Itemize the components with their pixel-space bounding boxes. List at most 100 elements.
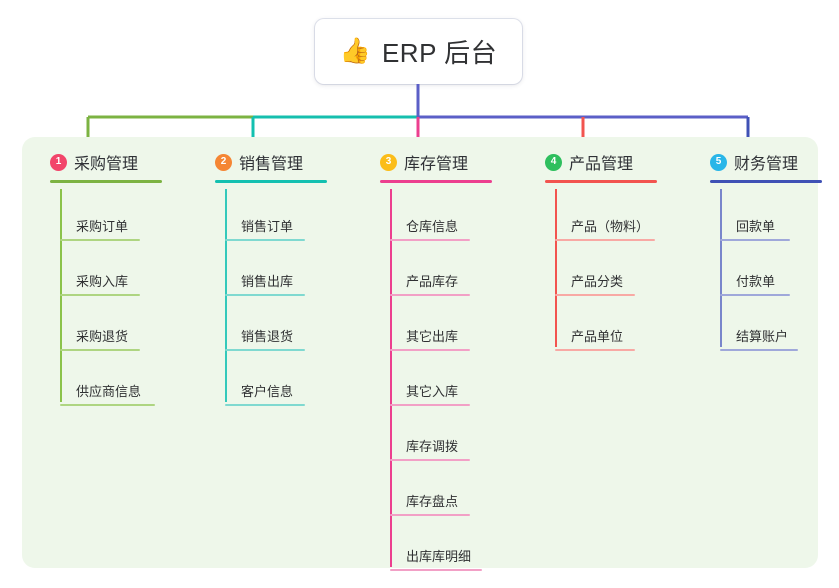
leaf-node[interactable]: 其它出库 <box>362 299 470 354</box>
branch-header-4[interactable]: 4 产品管理 <box>527 145 657 189</box>
leaf-node-label: 仓库信息 <box>406 219 459 234</box>
thumbs-up-icon: 👍 <box>339 37 371 65</box>
branch-column-1: 1 采购管理采购订单采购入库采购退货供应商信息 <box>32 145 162 409</box>
leaf-node-label: 客户信息 <box>241 384 294 399</box>
leaf-node-label: 出库库明细 <box>406 549 472 564</box>
leaf-node-underline <box>555 239 655 241</box>
leaf-node-label: 采购订单 <box>76 219 129 234</box>
branch-badge-5: 5 <box>710 153 727 171</box>
leaf-node[interactable]: 产品库存 <box>362 244 470 299</box>
branch-items-3: 仓库信息产品库存其它出库其它入库库存调拨库存盘点出库库明细 <box>362 189 482 574</box>
leaf-node-label: 销售出库 <box>241 274 294 289</box>
leaf-node-underline <box>390 569 482 571</box>
leaf-node[interactable]: 销售退货 <box>197 299 305 354</box>
leaf-node[interactable]: 采购退货 <box>32 299 140 354</box>
branch-items-5: 回款单付款单结算账户 <box>692 189 798 354</box>
leaf-node[interactable]: 供应商信息 <box>32 354 155 409</box>
branch-header-1[interactable]: 1 采购管理 <box>32 145 162 189</box>
leaf-node-label: 付款单 <box>736 274 776 289</box>
branch-underline-2 <box>215 180 327 183</box>
leaf-node[interactable]: 回款单 <box>692 189 798 244</box>
leaf-node-underline <box>555 349 635 351</box>
leaf-node-label: 产品分类 <box>571 274 624 289</box>
leaf-node[interactable]: 采购入库 <box>32 244 140 299</box>
leaf-node[interactable]: 库存盘点 <box>362 464 470 519</box>
leaf-node-underline <box>390 349 470 351</box>
leaf-node-underline <box>390 239 470 241</box>
branch-rail-4 <box>555 189 557 347</box>
branch-column-5: 5 财务管理回款单付款单结算账户 <box>692 145 822 354</box>
branch-underline-5 <box>710 180 822 183</box>
leaf-node-underline <box>390 514 470 516</box>
leaf-node[interactable]: 库存调拨 <box>362 409 470 464</box>
branch-items-2: 销售订单销售出库销售退货客户信息 <box>197 189 305 409</box>
branch-title-2: 销售管理 <box>239 156 304 173</box>
leaf-node-label: 产品（物料） <box>571 219 650 234</box>
leaf-node[interactable]: 其它入库 <box>362 354 470 409</box>
branch-badge-4: 4 <box>545 153 562 171</box>
branch-header-2[interactable]: 2 销售管理 <box>197 145 327 189</box>
branch-underline-3 <box>380 180 492 183</box>
leaf-node[interactable]: 销售出库 <box>197 244 305 299</box>
branch-items-1: 采购订单采购入库采购退货供应商信息 <box>32 189 155 409</box>
leaf-node-underline <box>225 349 305 351</box>
branch-title-1: 采购管理 <box>74 156 139 173</box>
leaf-node-label: 回款单 <box>736 219 776 234</box>
leaf-node-label: 采购入库 <box>76 274 129 289</box>
leaf-node-underline <box>225 239 305 241</box>
leaf-node-label: 供应商信息 <box>76 384 142 399</box>
leaf-node-label: 其它出库 <box>406 329 459 344</box>
branch-column-2: 2 销售管理销售订单销售出库销售退货客户信息 <box>197 145 327 409</box>
leaf-node-underline <box>60 294 140 296</box>
leaf-node-label: 库存调拨 <box>406 439 459 454</box>
root-node-title: ERP 后台 <box>381 38 498 68</box>
root-node[interactable]: 👍 ERP 后台 <box>315 19 522 84</box>
branch-title-3: 库存管理 <box>404 156 469 173</box>
branch-column-3: 3 库存管理仓库信息产品库存其它出库其它入库库存调拨库存盘点出库库明细 <box>362 145 492 574</box>
leaf-node-label: 采购退货 <box>76 329 129 344</box>
leaf-node[interactable]: 销售订单 <box>197 189 305 244</box>
leaf-node[interactable]: 付款单 <box>692 244 798 299</box>
leaf-node-label: 产品单位 <box>571 329 624 344</box>
branch-underline-1 <box>50 180 162 183</box>
branch-badge-1: 1 <box>50 153 67 171</box>
leaf-node-label: 销售退货 <box>241 329 294 344</box>
leaf-node-underline <box>60 404 155 406</box>
branch-title-4: 产品管理 <box>569 156 634 173</box>
branch-badge-3: 3 <box>380 153 397 171</box>
leaf-node-underline <box>60 239 140 241</box>
branch-badge-2: 2 <box>215 153 232 171</box>
leaf-node-underline <box>720 349 798 351</box>
leaf-node-underline <box>555 294 635 296</box>
leaf-node[interactable]: 仓库信息 <box>362 189 470 244</box>
leaf-node-underline <box>225 404 305 406</box>
branch-header-5[interactable]: 5 财务管理 <box>692 145 822 189</box>
leaf-node[interactable]: 出库库明细 <box>362 519 482 574</box>
leaf-node-underline <box>390 404 470 406</box>
branch-items-4: 产品（物料） 产品分类产品单位 <box>527 189 655 354</box>
leaf-node-underline <box>720 294 790 296</box>
branch-title-5: 财务管理 <box>734 156 799 173</box>
leaf-node[interactable]: 产品（物料） <box>527 189 655 244</box>
leaf-node-label: 产品库存 <box>406 274 459 289</box>
branch-header-3[interactable]: 3 库存管理 <box>362 145 492 189</box>
leaf-node-label: 销售订单 <box>241 219 294 234</box>
leaf-node[interactable]: 客户信息 <box>197 354 305 409</box>
leaf-node-label: 其它入库 <box>406 384 459 399</box>
leaf-node[interactable]: 产品分类 <box>527 244 635 299</box>
leaf-node-label: 结算账户 <box>736 329 789 344</box>
leaf-node-label: 库存盘点 <box>406 494 459 509</box>
branch-column-4: 4 产品管理产品（物料） 产品分类产品单位 <box>527 145 657 354</box>
branch-underline-4 <box>545 180 657 183</box>
leaf-node-underline <box>225 294 305 296</box>
leaf-node[interactable]: 结算账户 <box>692 299 798 354</box>
leaf-node-underline <box>390 294 470 296</box>
leaf-node-underline <box>720 239 790 241</box>
branch-rail-3 <box>390 189 392 567</box>
leaf-node-underline <box>60 349 140 351</box>
leaf-node-underline <box>390 459 470 461</box>
branches-panel <box>22 137 818 568</box>
leaf-node[interactable]: 采购订单 <box>32 189 140 244</box>
leaf-node[interactable]: 产品单位 <box>527 299 635 354</box>
